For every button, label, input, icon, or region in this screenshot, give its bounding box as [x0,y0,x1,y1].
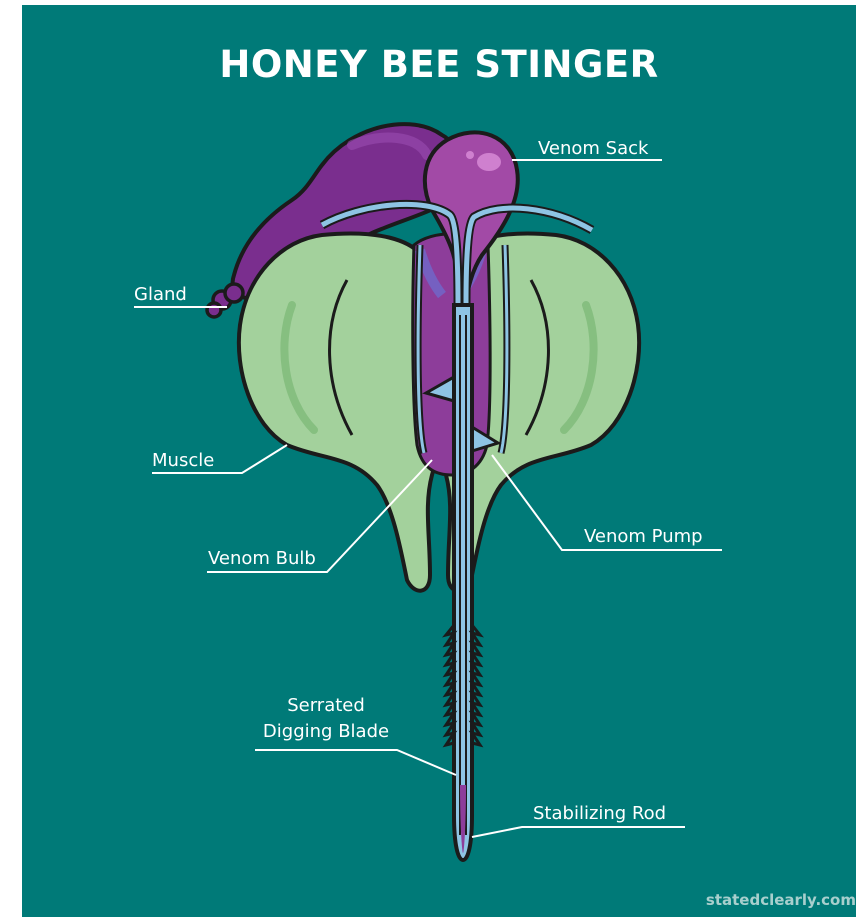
label-muscle: Muscle [152,450,214,472]
diagram-title: HONEY BEE STINGER [22,43,856,86]
stinger-illustration [22,5,856,917]
label-serrated-blade: Serrated Digging Blade [255,695,397,743]
credit-watermark: statedclearly.com [706,891,856,909]
label-serrated-line1: Serrated [255,695,397,717]
label-venom-sack: Venom Sack [538,138,648,160]
label-serrated-line2: Digging Blade [255,721,397,743]
label-venom-pump: Venom Pump [584,526,703,548]
diagram-canvas: HONEY BEE STINGER Venom Sack Gland Muscl… [22,5,856,917]
label-gland: Gland [134,284,187,306]
label-stabilizing-rod: Stabilizing Rod [533,803,666,825]
label-venom-bulb: Venom Bulb [208,548,316,570]
